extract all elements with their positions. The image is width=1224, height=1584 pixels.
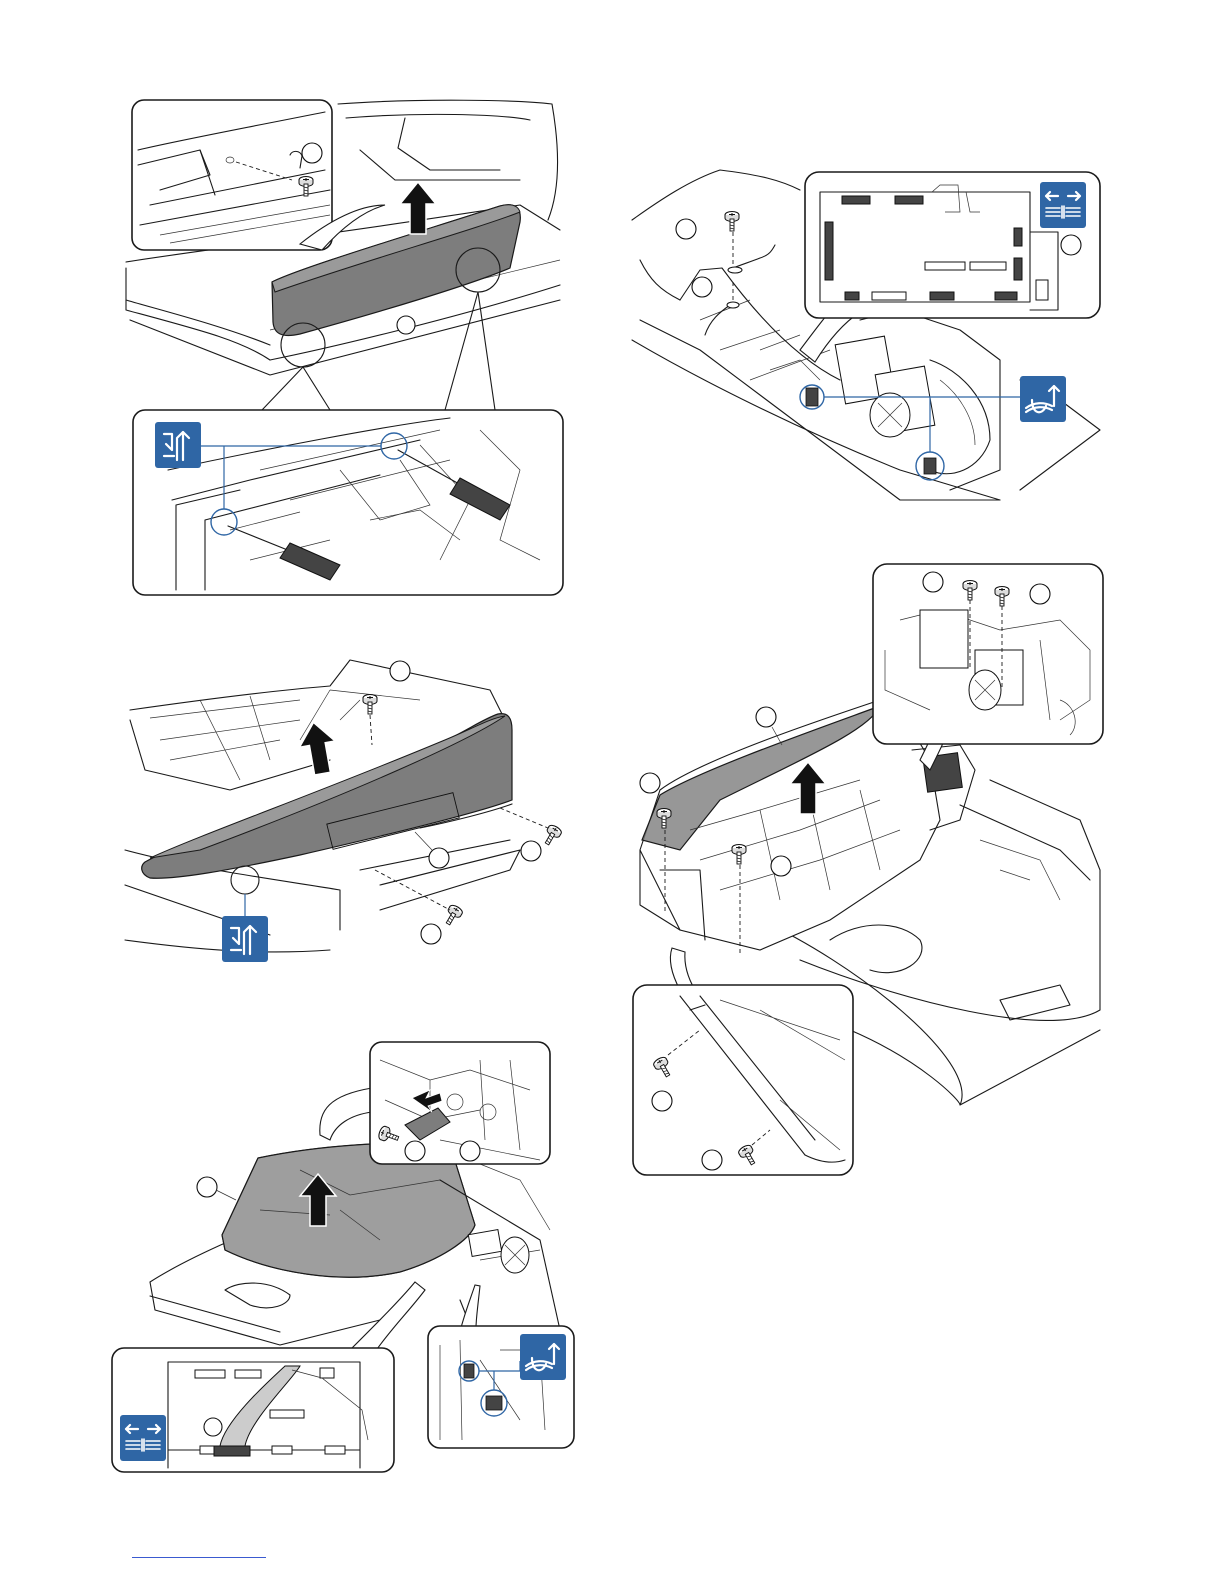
lift-arrow-icon <box>400 182 436 234</box>
inset-lever-detail <box>370 1042 550 1164</box>
part-ref-circle <box>652 1091 672 1111</box>
part-ref-circle <box>923 572 943 592</box>
connector-disconnect-icon <box>120 1415 166 1461</box>
part-ref-circle <box>460 1141 480 1161</box>
part-ref-circle <box>521 841 541 861</box>
connector-disconnect-icon <box>1040 182 1086 228</box>
harness-release-icon <box>1020 376 1066 422</box>
part-ref-circle <box>1061 235 1081 255</box>
pawl-release-icon <box>155 422 201 468</box>
part-ref-circle <box>771 856 791 876</box>
screw-icon <box>363 695 377 715</box>
part-ref-circle <box>390 661 410 681</box>
part-ref-circle <box>397 316 415 334</box>
screw-icon <box>725 212 739 232</box>
part-ref-circle <box>702 1150 722 1170</box>
part-ref-circle <box>692 277 712 297</box>
harness-release-icon <box>520 1334 566 1380</box>
footer-link-underline[interactable] <box>132 1557 266 1558</box>
part-ref-circle <box>197 1177 217 1197</box>
pawl-release-icon <box>222 916 268 962</box>
part-ref-circle <box>676 219 696 239</box>
part-ref-circle <box>204 1418 222 1436</box>
part-ref-circle <box>302 143 322 163</box>
part-ref-circle <box>640 773 660 793</box>
figure-transport-unit-removal <box>633 564 1103 1175</box>
figure-feed-tray-removal <box>112 1042 574 1472</box>
screw-icon <box>541 823 563 847</box>
part-ref-circle <box>429 848 449 868</box>
figure-pwb-unit-removal <box>632 170 1100 500</box>
part-ref-circle <box>405 1141 425 1161</box>
pawl-location-circle <box>231 866 259 894</box>
figure-rear-cover-removal <box>125 660 563 962</box>
part-ref-circle <box>1030 584 1050 604</box>
part-ref-circle <box>421 924 441 944</box>
part-ref-circle <box>756 707 776 727</box>
figure-front-cover-removal <box>126 100 563 595</box>
